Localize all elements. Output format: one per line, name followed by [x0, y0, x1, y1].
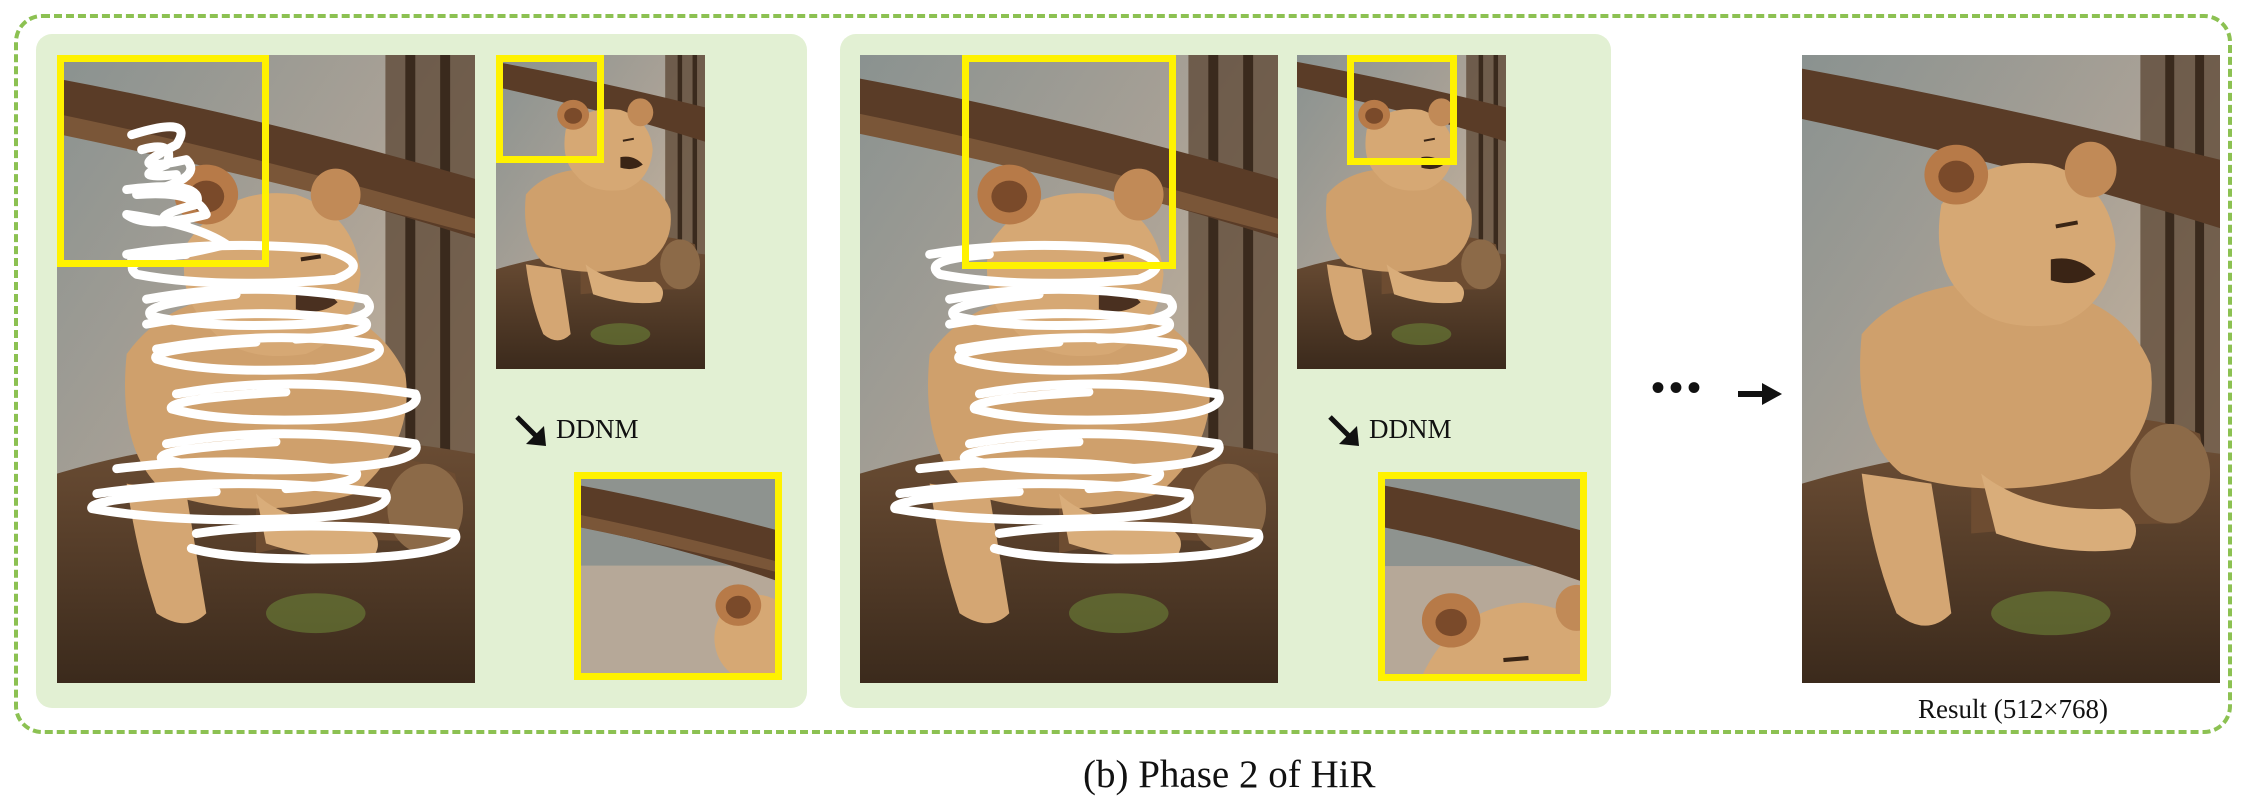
- crop-box-large-1: [57, 55, 269, 267]
- right-arrow-icon: [1738, 383, 1782, 405]
- ddnm-label-2: DDNM: [1369, 414, 1452, 444]
- crop-box-small-2: [1347, 55, 1457, 165]
- crop-box-large-2: [962, 55, 1176, 269]
- ellipsis-icon: •••: [1651, 365, 1706, 410]
- result-label: Result (512×768): [1918, 694, 2108, 724]
- diagonal-arrow-icon: [515, 415, 546, 446]
- phase-2-dashed-border: [14, 14, 2232, 734]
- diagonal-arrow-icon: [1328, 415, 1359, 446]
- result-image: [1802, 55, 2220, 683]
- figure-caption: (b) Phase 2 of HiR: [1083, 753, 1376, 796]
- ddnm-label-1: DDNM: [556, 414, 639, 444]
- crop-box-restored-2: [1378, 472, 1587, 681]
- crop-box-small-1: [496, 55, 604, 163]
- crop-box-restored-1: [574, 472, 782, 680]
